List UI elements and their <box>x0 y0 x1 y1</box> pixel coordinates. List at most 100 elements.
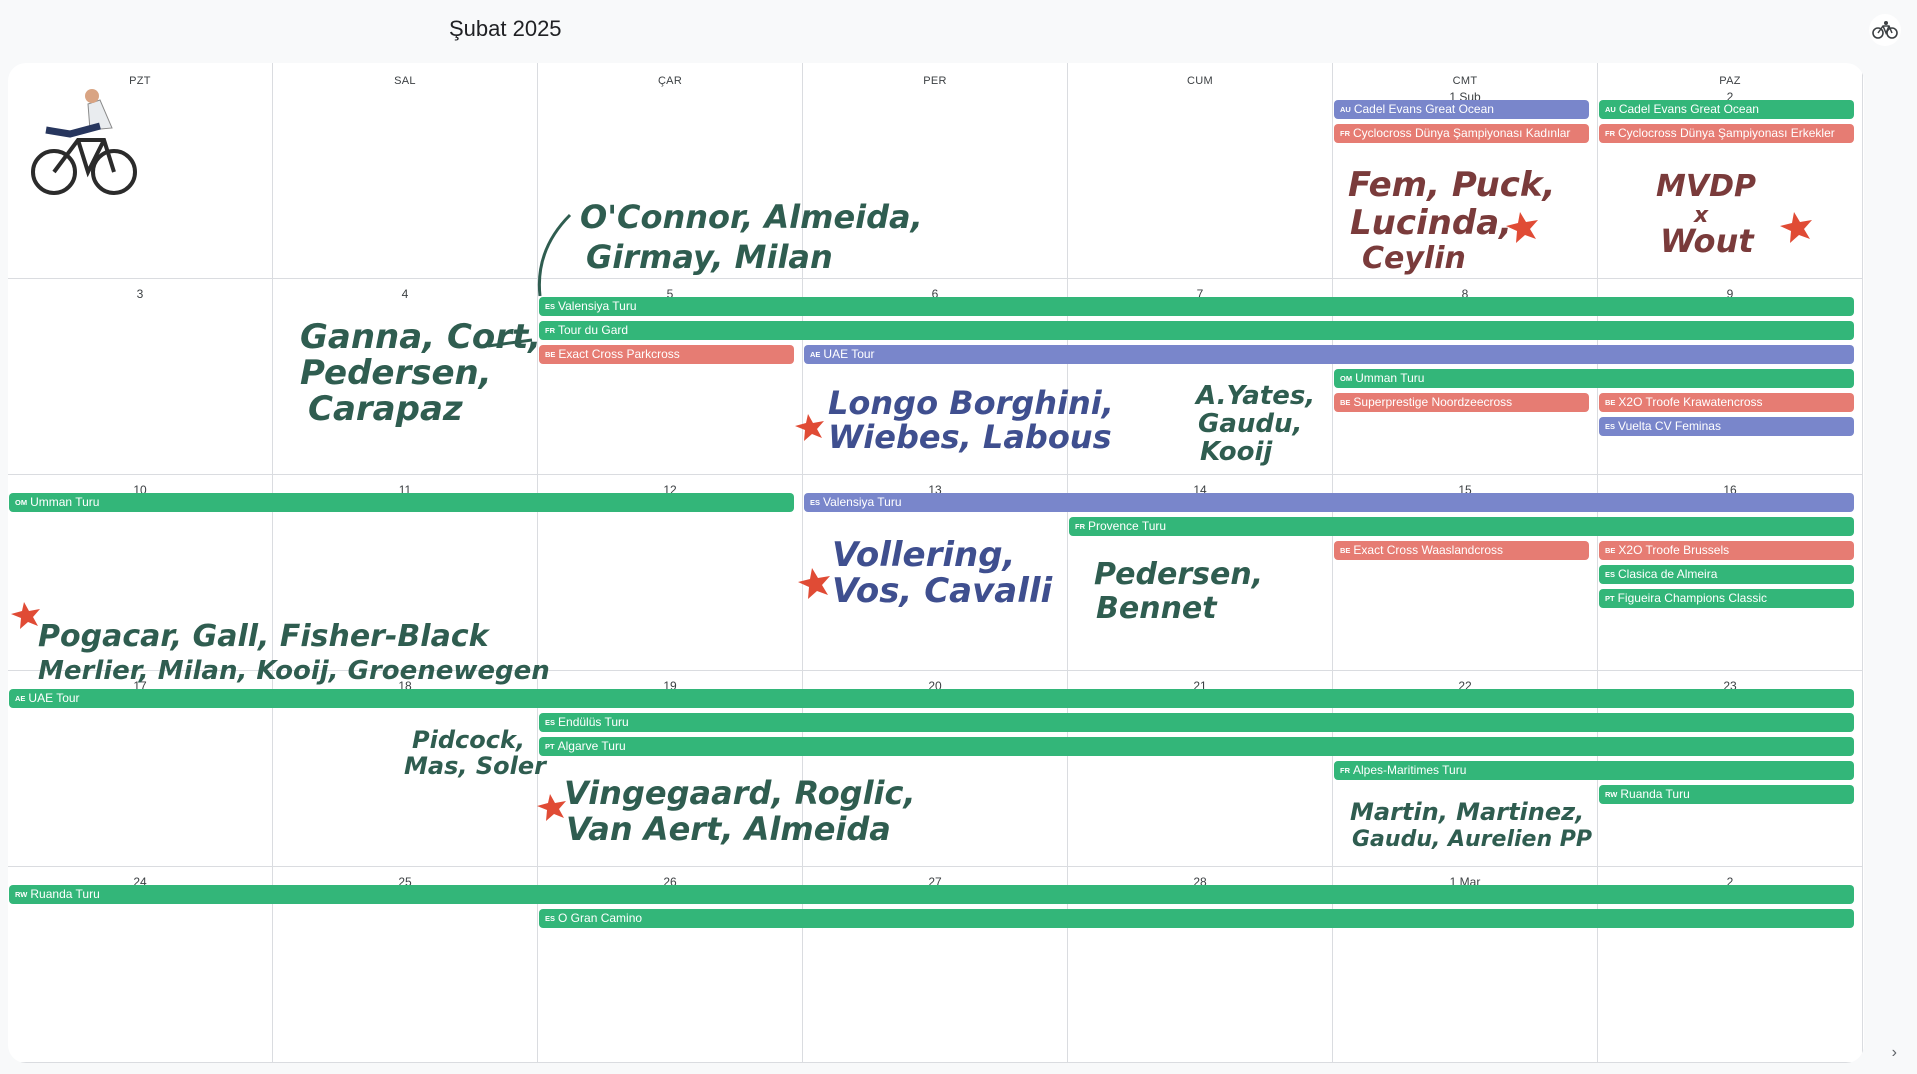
day-cell[interactable] <box>273 671 538 867</box>
country-code: RW <box>15 890 28 899</box>
day-cell[interactable] <box>273 475 538 671</box>
day-cell[interactable] <box>1068 867 1333 1063</box>
day-cell[interactable] <box>8 63 273 279</box>
day-cell[interactable] <box>1068 63 1333 279</box>
day-number[interactable]: 6 <box>931 287 939 301</box>
country-code: ES <box>545 914 556 923</box>
weekday-header: CUM <box>1187 75 1213 87</box>
event-label: Superprestige Noordzeecross <box>1353 395 1513 409</box>
day-cell[interactable] <box>1068 279 1333 475</box>
day-cell[interactable] <box>8 475 273 671</box>
country-code: BE <box>545 350 556 359</box>
day-number[interactable]: 2 <box>1726 90 1734 104</box>
day-number[interactable]: 7 <box>1196 287 1204 301</box>
event-label: Cyclocross Dünya Şampiyonası Kadınlar <box>1353 126 1571 140</box>
event-label: Cadel Evans Great Ocean <box>1618 102 1759 116</box>
event-label: Cyclocross Dünya Şampiyonası Erkekler <box>1618 126 1835 140</box>
day-number[interactable]: 5 <box>666 287 674 301</box>
event-label: Vuelta CV Feminas <box>1618 419 1721 433</box>
day-cell[interactable] <box>8 867 273 1063</box>
event-label: O Gran Camino <box>558 911 643 925</box>
country-code: ES <box>545 302 556 311</box>
day-cell[interactable] <box>803 63 1068 279</box>
day-cell[interactable] <box>8 671 273 867</box>
country-code: BE <box>1340 398 1351 407</box>
day-cell[interactable] <box>1598 475 1863 671</box>
event-label: Umman Turu <box>30 495 100 509</box>
day-cell[interactable] <box>1333 63 1598 279</box>
country-code: BE <box>1605 398 1616 407</box>
country-code: ES <box>810 498 821 507</box>
day-number[interactable]: 2 <box>1726 875 1734 889</box>
day-cell[interactable] <box>538 867 803 1063</box>
day-cell[interactable] <box>538 279 803 475</box>
bicycle-icon[interactable] <box>1869 14 1901 46</box>
day-number[interactable]: 3 <box>136 287 144 301</box>
day-cell[interactable] <box>1598 867 1863 1063</box>
chevron-right-icon[interactable]: › <box>1891 1044 1897 1061</box>
day-cell[interactable] <box>803 279 1068 475</box>
day-cell[interactable] <box>273 867 538 1063</box>
event-label: Umman Turu <box>1355 371 1425 385</box>
day-cell[interactable] <box>538 63 803 279</box>
month-title: Şubat 2025 <box>449 16 562 41</box>
day-number[interactable]: 4 <box>401 287 409 301</box>
weekday-header: PAZ <box>1719 75 1741 87</box>
event-label: Exact Cross Waaslandcross <box>1353 543 1504 557</box>
day-cell[interactable] <box>1333 475 1598 671</box>
country-code: FR <box>1340 129 1350 138</box>
event-label: Exact Cross Parkcross <box>558 347 680 361</box>
country-code: FR <box>1075 522 1085 531</box>
country-code: ES <box>1605 422 1616 431</box>
day-cell[interactable] <box>1598 279 1863 475</box>
day-cell[interactable] <box>1068 475 1333 671</box>
country-code: FR <box>1340 766 1350 775</box>
day-cell[interactable] <box>803 867 1068 1063</box>
day-cell[interactable] <box>803 475 1068 671</box>
day-cell[interactable] <box>273 63 538 279</box>
day-number[interactable]: 9 <box>1726 287 1734 301</box>
day-cell[interactable] <box>1598 63 1863 279</box>
country-code: AU <box>1340 105 1351 114</box>
country-code: ES <box>1605 570 1616 579</box>
day-number[interactable]: 8 <box>1461 287 1469 301</box>
day-cell[interactable] <box>1333 867 1598 1063</box>
day-cell[interactable] <box>1068 671 1333 867</box>
day-cell[interactable] <box>803 671 1068 867</box>
day-cell[interactable] <box>1598 671 1863 867</box>
country-code: ES <box>545 718 556 727</box>
day-cell[interactable] <box>538 671 803 867</box>
country-code: FR <box>545 326 555 335</box>
weekday-header: SAL <box>394 75 416 87</box>
event-label: Ruanda Turu <box>1620 787 1690 801</box>
day-cell[interactable] <box>8 279 273 475</box>
day-cell[interactable] <box>273 279 538 475</box>
